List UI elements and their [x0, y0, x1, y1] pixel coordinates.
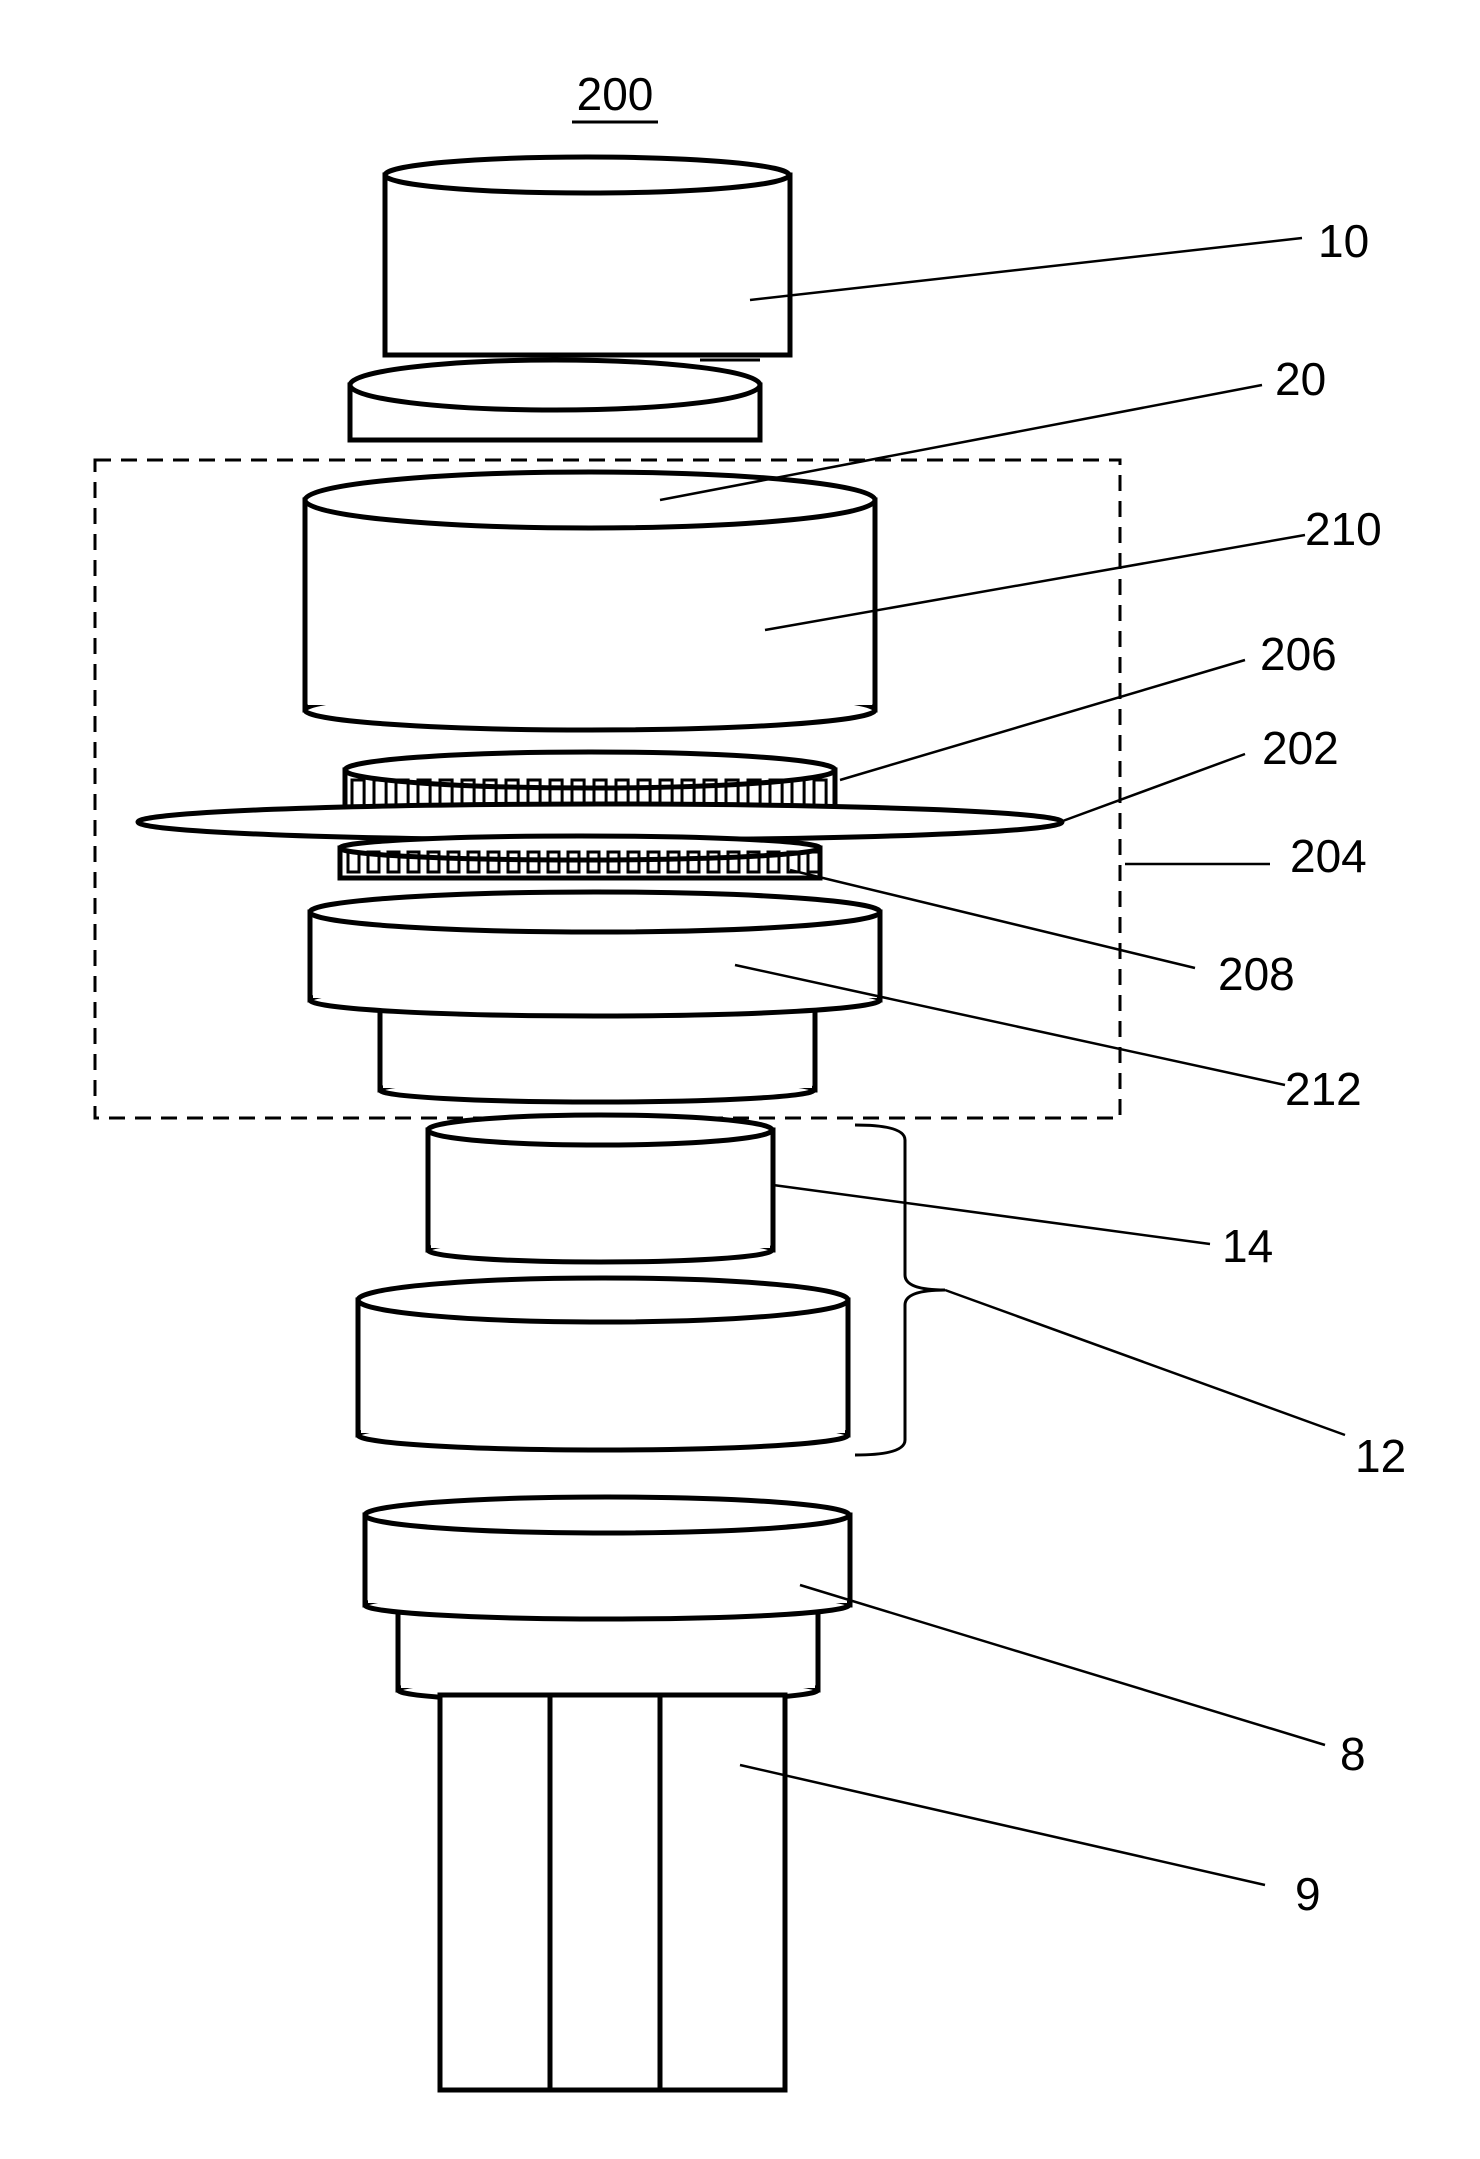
- part-9-legs: [440, 1695, 785, 2090]
- label-202: 202: [1262, 722, 1339, 774]
- part-14-small-cylinder: [428, 1115, 773, 1262]
- label-212: 212: [1285, 1063, 1362, 1115]
- part-12-large-cylinder: [358, 1278, 848, 1450]
- label-204: 204: [1290, 830, 1367, 882]
- part-10-top-cap: [350, 157, 790, 440]
- bracket-12: [855, 1125, 945, 1455]
- label-10: 10: [1318, 215, 1369, 267]
- label-12: 12: [1355, 1430, 1406, 1482]
- label-208: 208: [1218, 948, 1295, 1000]
- label-14: 14: [1222, 1220, 1273, 1272]
- figure-title: 200: [577, 68, 654, 120]
- part-210-upper-housing: [305, 472, 875, 730]
- label-206: 206: [1260, 628, 1337, 680]
- part-8-base: [365, 1497, 850, 1702]
- part-208-lower-gear: [340, 836, 820, 878]
- label-9: 9: [1295, 1868, 1321, 1920]
- part-212-lower-housing: [310, 892, 880, 1102]
- label-210: 210: [1305, 503, 1382, 555]
- label-8: 8: [1340, 1728, 1366, 1780]
- label-20: 20: [1275, 353, 1326, 405]
